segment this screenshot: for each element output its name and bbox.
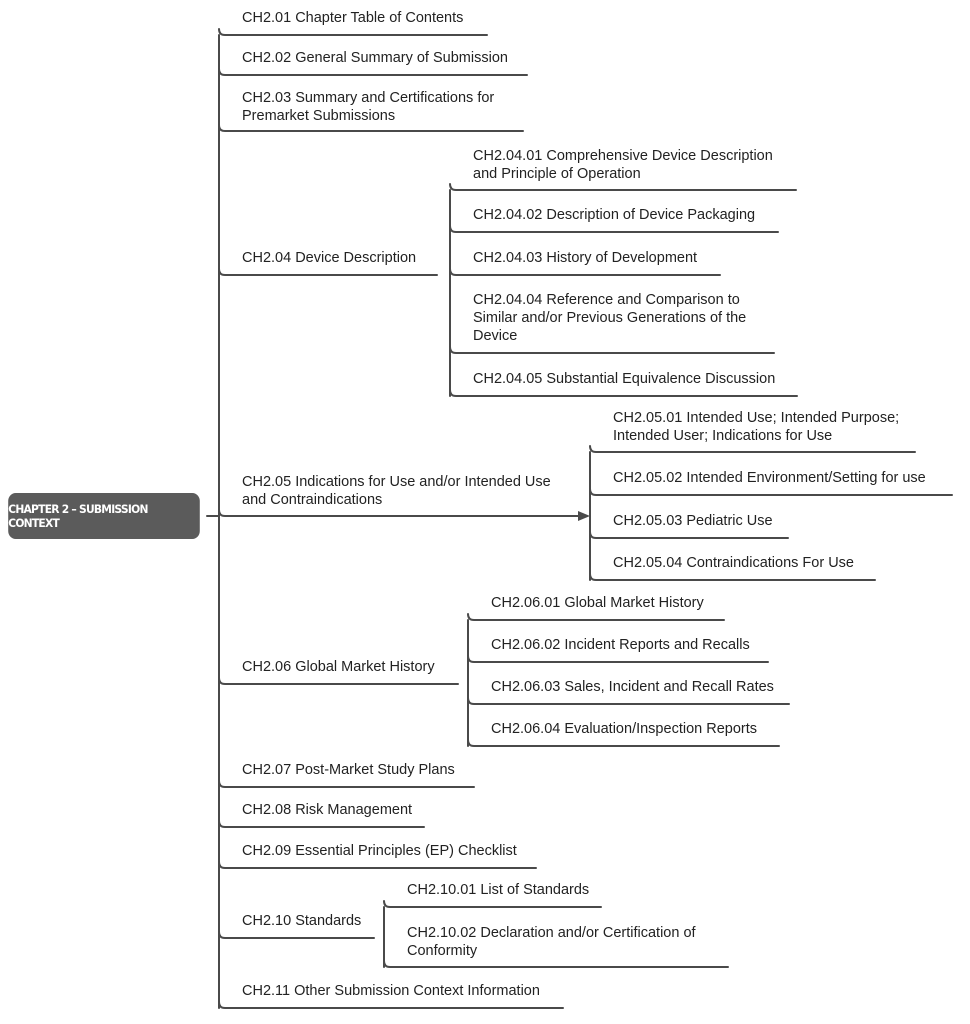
section-node-ch2-10[interactable]: CH2.10 Standards (242, 913, 362, 929)
subsection-node-ch2-06-01[interactable]: CH2.06.01 Global Market History (491, 595, 704, 611)
subsection-node-ch2-05-03[interactable]: CH2.05.03 Pediatric Use (613, 513, 773, 529)
section-connector-05 (218, 509, 579, 517)
section-node-ch2-02[interactable]: CH2.02 General Summary of Submission (242, 50, 508, 66)
section-connector-04 (218, 268, 438, 276)
section-node-ch2-04[interactable]: CH2.04 Device Description (242, 250, 417, 266)
section-node-ch2-07[interactable]: CH2.07 Post-Market Study Plans (242, 762, 455, 778)
section-connector-09 (218, 861, 537, 869)
section-node-ch2-06[interactable]: CH2.06 Global Market History (242, 659, 435, 675)
subsection-connector-04-04 (449, 346, 775, 354)
subsection-connector-05-02 (589, 488, 953, 496)
subsection-node-ch2-06-04[interactable]: CH2.06.04 Evaluation/Inspection Reports (491, 721, 757, 737)
section-connector-03 (218, 124, 524, 132)
section-node-ch2-08[interactable]: CH2.08 Risk Management (242, 802, 413, 818)
subsection-node-ch2-04-03[interactable]: CH2.04.03 History of Development (473, 250, 698, 266)
subsection-node-ch2-04-04[interactable]: CH2.04.04 Reference and Comparison to Si… (473, 292, 747, 344)
subsection-connector-05-01 (589, 445, 916, 453)
section-node-ch2-09[interactable]: CH2.09 Essential Principles (EP) Checkli… (242, 843, 517, 859)
subsection-connector-10-02 (383, 960, 729, 968)
subsection-node-ch2-04-02[interactable]: CH2.04.02 Description of Device Packagin… (473, 207, 756, 223)
root-node[interactable]: CHAPTER 2 – SUBMISSION CONTEXT (8, 493, 200, 539)
subsection-connector-04-03 (449, 268, 721, 276)
section-node-ch2-03[interactable]: CH2.03 Summary and Certifications for Pr… (242, 90, 495, 124)
subsection-node-ch2-05-01[interactable]: CH2.05.01 Intended Use; Intended Purpose… (613, 410, 900, 444)
subsection-node-ch2-04-01[interactable]: CH2.04.01 Comprehensive Device Descripti… (473, 148, 773, 182)
subsection-node-ch2-05-02[interactable]: CH2.05.02 Intended Environment/Setting f… (613, 470, 926, 486)
subsection-connector-06-03 (467, 697, 790, 705)
section-connector-10 (218, 931, 375, 939)
subsection-connector-04-01 (449, 183, 797, 191)
subsection-connector-06-01 (467, 613, 725, 621)
section-connector-01 (218, 28, 488, 36)
subsection-connector-10-01 (383, 900, 602, 908)
root-node-label: CHAPTER 2 – SUBMISSION CONTEXT (8, 502, 148, 530)
subsection-node-ch2-10-01[interactable]: CH2.10.01 List of Standards (407, 882, 590, 898)
subsection-node-ch2-10-02[interactable]: CH2.10.02 Declaration and/or Certificati… (407, 925, 696, 959)
subsection-connector-04-02 (449, 225, 779, 233)
subsection-node-ch2-04-05[interactable]: CH2.04.05 Substantial Equivalence Discus… (473, 371, 776, 387)
subsection-connector-06-02 (467, 655, 769, 663)
section-connector-08 (218, 820, 425, 828)
section-node-ch2-11[interactable]: CH2.11 Other Submission Context Informat… (242, 983, 540, 999)
section-node-ch2-01[interactable]: CH2.01 Chapter Table of Contents (242, 10, 464, 26)
section-connector-11 (218, 1001, 564, 1009)
section-node-ch2-05[interactable]: CH2.05 Indications for Use and/or Intend… (242, 474, 551, 508)
section-connector-06 (218, 677, 459, 685)
subsection-connector-05-03 (589, 531, 789, 539)
subsection-node-ch2-06-03[interactable]: CH2.06.03 Sales, Incident and Recall Rat… (491, 679, 774, 695)
subsection-connector-05-04 (589, 573, 876, 581)
section-connector-07 (218, 780, 475, 788)
subsection-connector-06-04 (467, 739, 780, 747)
section-connector-02 (218, 68, 528, 76)
subsection-node-ch2-05-04[interactable]: CH2.05.04 Contraindications For Use (613, 555, 854, 571)
subsection-node-ch2-06-02[interactable]: CH2.06.02 Incident Reports and Recalls (491, 637, 750, 653)
section-05-branch-arrow (578, 511, 590, 521)
subsection-connector-04-05 (449, 389, 798, 397)
